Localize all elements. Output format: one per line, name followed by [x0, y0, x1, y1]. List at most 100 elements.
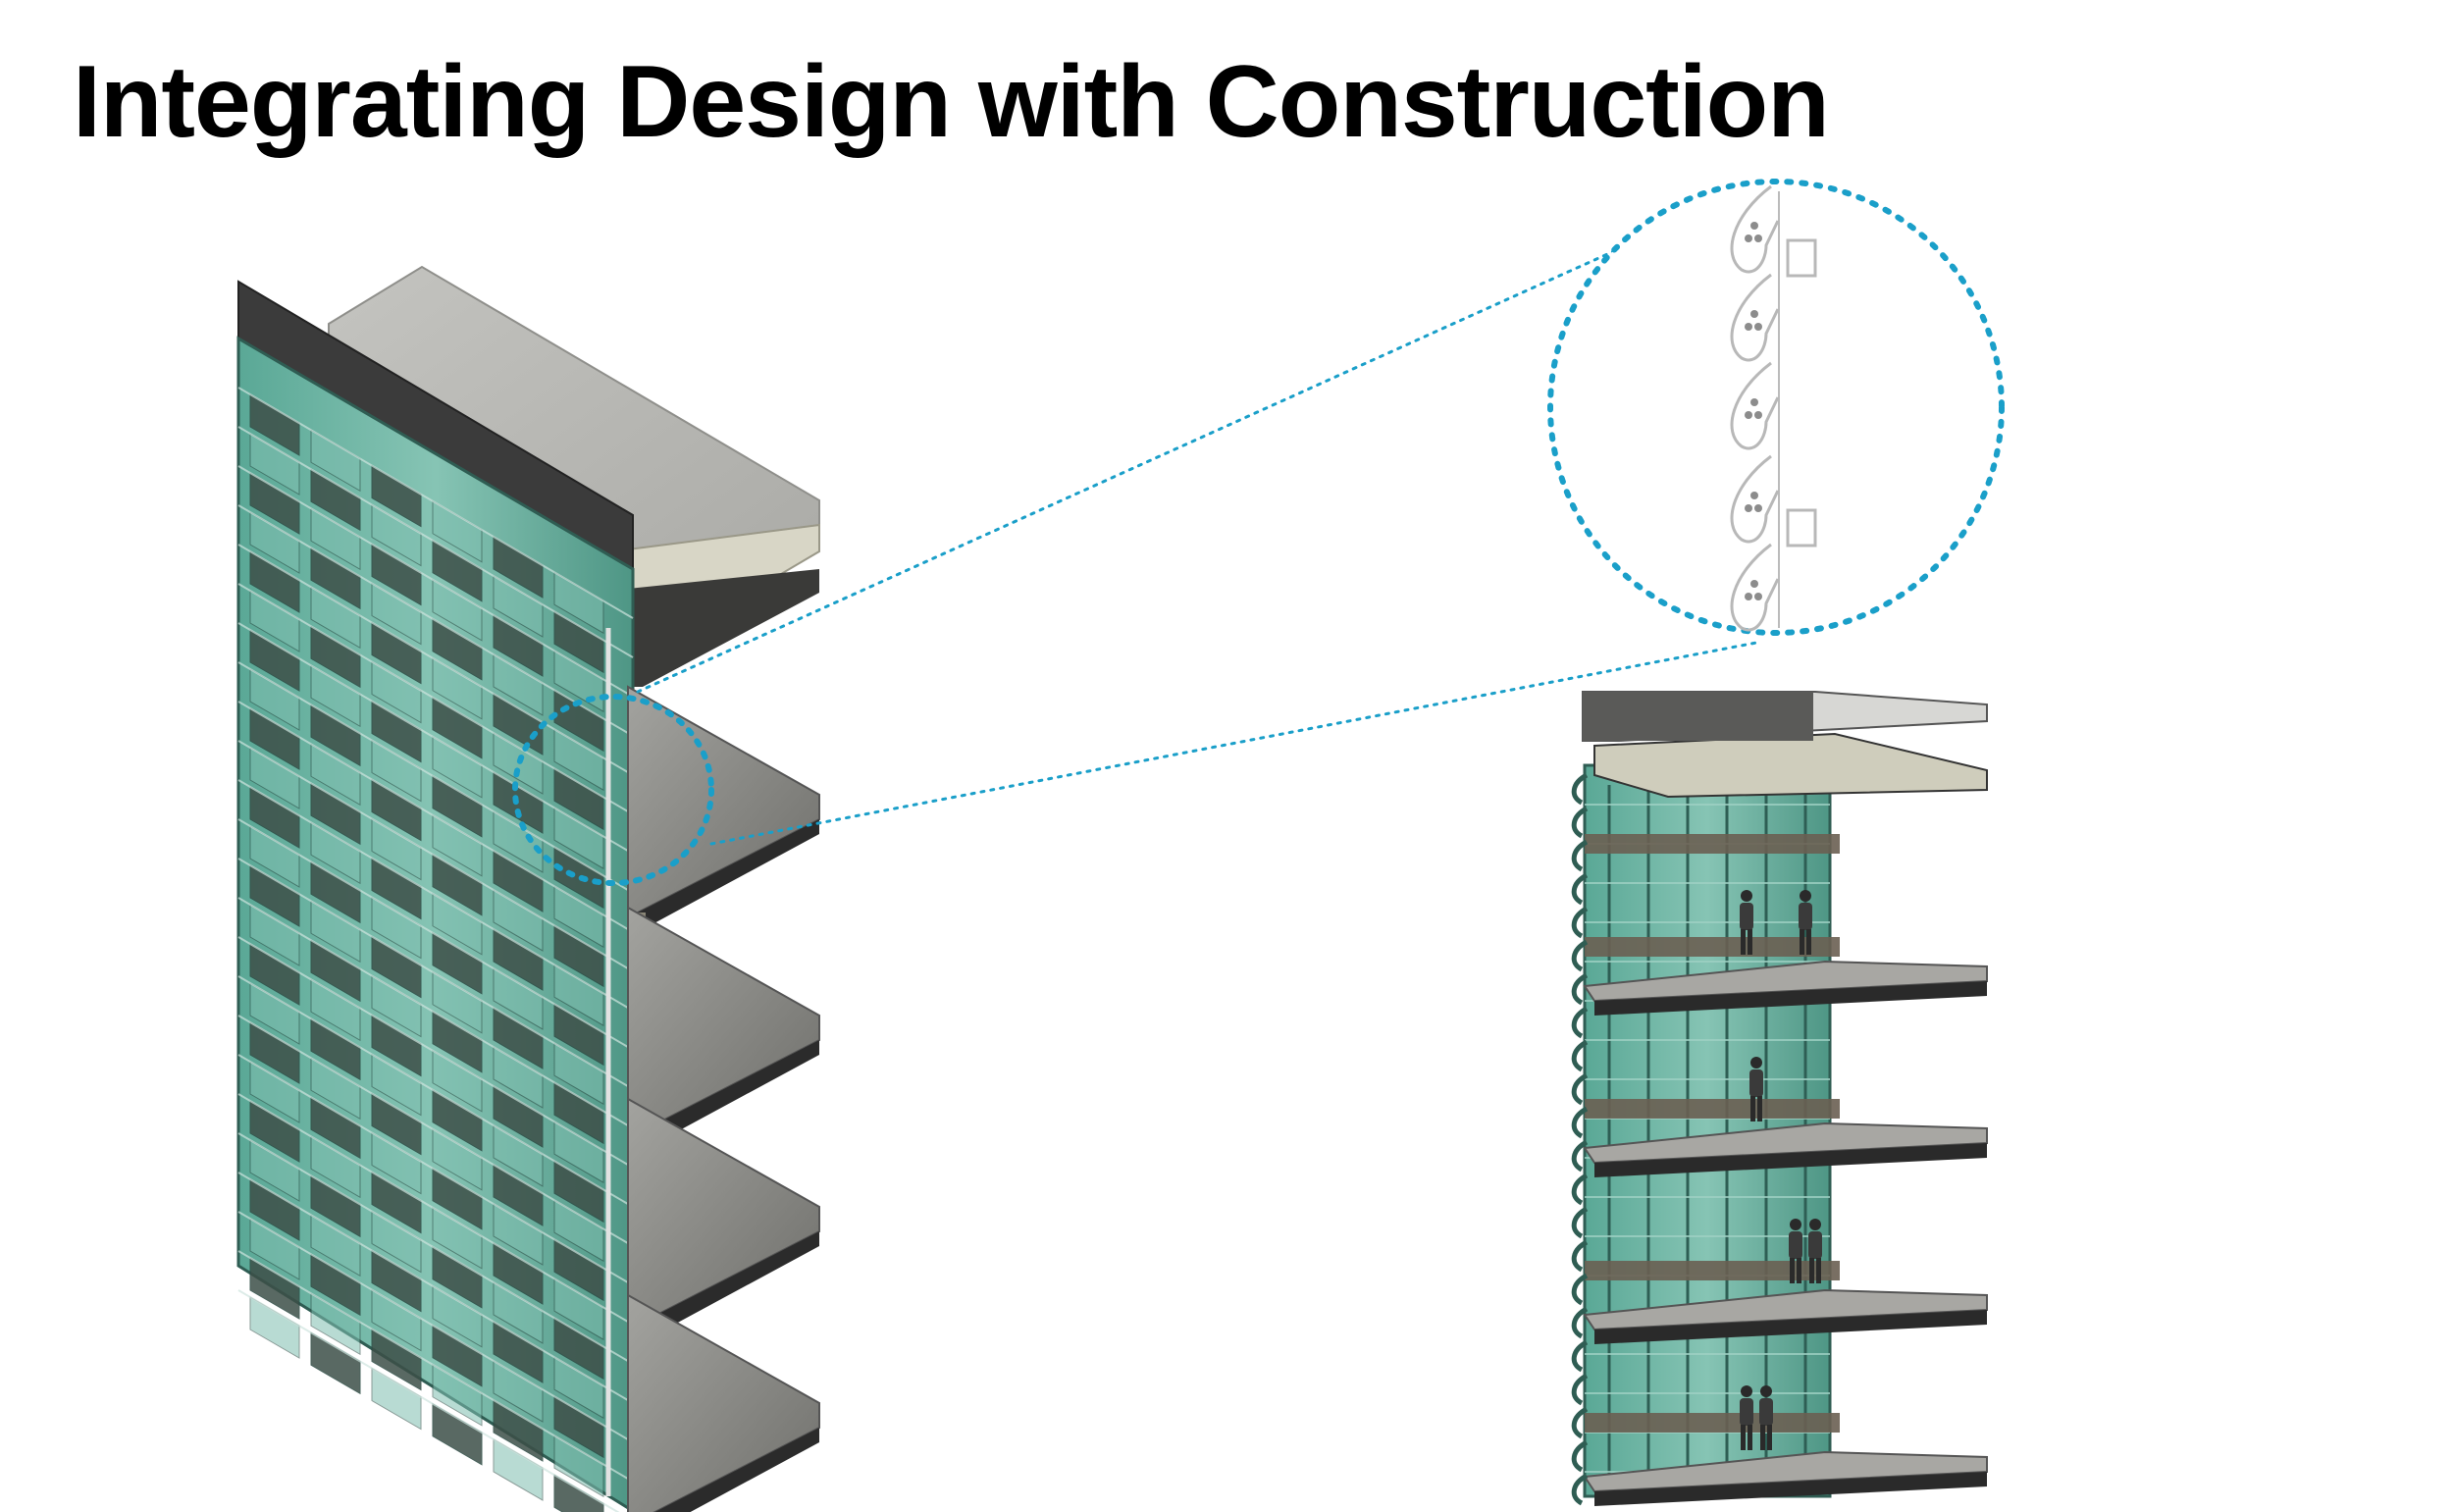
section-floor-slab [1583, 1288, 1988, 1331]
louver-rib [237, 818, 634, 1051]
section-slab-edge [1594, 1143, 1987, 1177]
person-figure [1740, 890, 1753, 955]
louver-rib [237, 544, 634, 776]
detail-callout [512, 179, 2005, 886]
louver-rib [237, 1015, 634, 1247]
detail-dot [1750, 398, 1758, 406]
louver-rib [237, 583, 634, 815]
section-roof-layer [1593, 732, 1988, 799]
louver-rib [237, 858, 634, 1090]
section-louver [1571, 806, 1589, 839]
louver-rib [237, 504, 634, 737]
callout-leader-bottom [709, 641, 1758, 846]
detail-dot [1745, 235, 1752, 242]
section-louver [1571, 1039, 1589, 1072]
louver-rib [237, 1093, 634, 1326]
slab-edge [638, 819, 819, 932]
section-louver [1571, 1373, 1589, 1406]
section-floor-slab [1583, 1450, 1988, 1493]
louver-rib [237, 779, 634, 1012]
detail-dot [1745, 323, 1752, 331]
section-louver [1571, 1173, 1589, 1206]
section-beam [1585, 1413, 1840, 1433]
louver-rib [237, 740, 634, 972]
louver-rib [237, 936, 634, 1169]
section-beam [1585, 1261, 1840, 1280]
person-figure [1740, 1385, 1753, 1450]
section-floor-slab [1583, 960, 1988, 1003]
louver-profile [1730, 273, 1780, 362]
floor-slabs [627, 685, 820, 1512]
louver-rib [237, 661, 634, 894]
louver-rib [237, 622, 634, 855]
magnifier-callout [1547, 179, 2005, 636]
louver-profile [1730, 184, 1780, 274]
facade-axonometric [236, 265, 820, 1512]
section-louver [1571, 772, 1589, 806]
detail-dot [1745, 411, 1752, 419]
section-louver [1571, 1473, 1589, 1506]
section-beam [1585, 937, 1840, 957]
section-louver [1571, 939, 1589, 972]
louver-rib [237, 465, 634, 698]
slab-edge [638, 1040, 819, 1153]
section-louver [1571, 1006, 1589, 1039]
section-floor-slabs [1583, 834, 1988, 1506]
section-louver [1571, 1439, 1589, 1473]
bracket-box [1786, 238, 1817, 278]
detail-dot [1750, 580, 1758, 588]
detail-callout-circle [512, 694, 714, 886]
bracket-box [1786, 508, 1817, 547]
section-louver [1571, 1306, 1589, 1339]
callout-leader-top [636, 189, 1748, 694]
person-figure [1789, 1219, 1802, 1283]
detail-dot [1750, 310, 1758, 318]
detail-dot [1754, 411, 1762, 419]
section-louver [1571, 1273, 1589, 1306]
louver-rib [237, 1211, 634, 1443]
section-louver [1571, 1239, 1589, 1273]
louver-rib [237, 1132, 634, 1365]
section-louver [1571, 1139, 1589, 1173]
louver-rib [237, 897, 634, 1129]
detail-dot [1754, 235, 1762, 242]
detail-dot [1750, 492, 1758, 499]
person-figure [1808, 1219, 1822, 1283]
section-louver [1571, 1406, 1589, 1439]
section-floor-slab [1583, 1121, 1988, 1165]
section-slab-edge [1594, 1310, 1987, 1344]
person-figure [1799, 890, 1812, 955]
section-louver [1571, 839, 1589, 872]
section-louver [1571, 872, 1589, 906]
detail-dot [1754, 593, 1762, 600]
detail-dot [1754, 504, 1762, 512]
detail-dot [1750, 222, 1758, 230]
section-beam [1585, 834, 1840, 854]
person-figure [1749, 1057, 1763, 1121]
section-slab-edge [1594, 1472, 1987, 1506]
slab-edge [654, 1428, 819, 1512]
section-roof-edge [1583, 692, 1813, 741]
section-louver [1571, 1106, 1589, 1139]
section-beam [1585, 1099, 1840, 1119]
detail-dot [1754, 323, 1762, 331]
person-figure [1759, 1385, 1773, 1450]
louver-rib [237, 1289, 620, 1512]
louver-rib [237, 975, 634, 1208]
slab-edge [638, 1231, 819, 1344]
section-louver-edge [1571, 772, 1589, 1506]
page-title: Integrating Design with Construction [73, 45, 1830, 159]
detail-dot [1745, 593, 1752, 600]
louver-rib [237, 1054, 634, 1286]
facade-louver-grid [237, 387, 634, 1512]
section-louver [1571, 1339, 1589, 1373]
louver-profile [1730, 361, 1780, 450]
section-perspective [1571, 691, 1988, 1506]
detail-dot [1745, 504, 1752, 512]
louver-rib [237, 387, 634, 619]
louver-rib [237, 1172, 634, 1404]
louver-rib [237, 1250, 634, 1483]
section-louver [1571, 972, 1589, 1006]
louver-profile [1730, 543, 1780, 632]
